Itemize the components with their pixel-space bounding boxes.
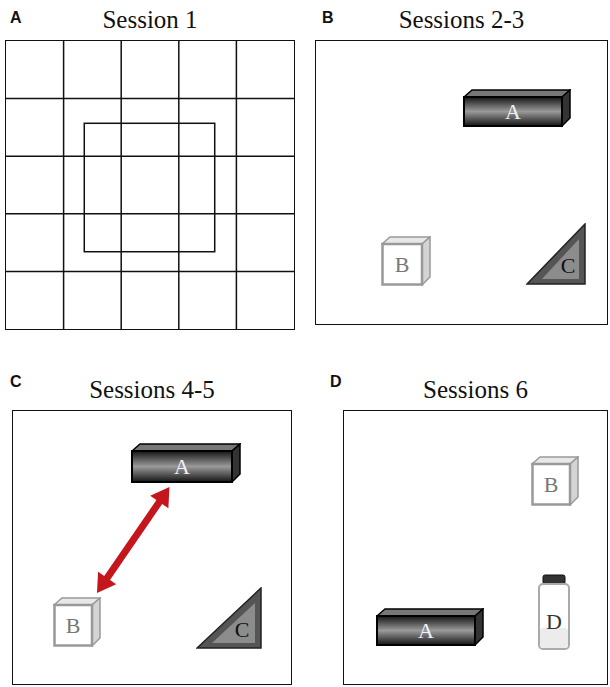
object-letter: C <box>235 619 250 641</box>
tri-object: C <box>526 223 586 285</box>
vial-object: D <box>536 574 572 650</box>
session-title: Sessions 4-5 <box>13 373 291 407</box>
object-letter: A <box>418 620 434 642</box>
session-title: Sessions 6 <box>344 373 607 407</box>
panel-letter: D <box>330 373 342 391</box>
tri-object: C <box>196 587 262 649</box>
session-panel: Sessions 2-3ABC <box>315 40 608 325</box>
object-letter: D <box>546 611 562 633</box>
tri-shape <box>526 223 586 285</box>
cube-object: B <box>531 456 579 506</box>
object-letter: B <box>66 615 81 637</box>
grid-floor <box>6 41 294 329</box>
bar-object: A <box>376 608 484 646</box>
session-title: Sessions 2-3 <box>316 3 607 37</box>
tri-shape <box>196 587 262 649</box>
cube-object: B <box>53 597 101 647</box>
object-letter: B <box>544 474 559 496</box>
bar-object: A <box>131 443 241 483</box>
session-title: Session 1 <box>6 3 294 37</box>
session-panel: Sessions 6BAD <box>343 410 608 685</box>
object-letter: A <box>505 101 521 123</box>
object-letter: B <box>395 254 410 276</box>
panel-letter: A <box>10 9 22 27</box>
panel-letter: C <box>10 373 22 391</box>
double-arrow <box>97 487 169 593</box>
bar-object: A <box>463 89 571 127</box>
object-letter: A <box>174 456 190 478</box>
cube-object: B <box>381 236 431 286</box>
session-panel: Session 1 <box>5 40 295 330</box>
panel-letter: B <box>322 9 334 27</box>
session-panel: Sessions 4-5ABC <box>12 410 292 685</box>
object-letter: C <box>561 255 576 277</box>
